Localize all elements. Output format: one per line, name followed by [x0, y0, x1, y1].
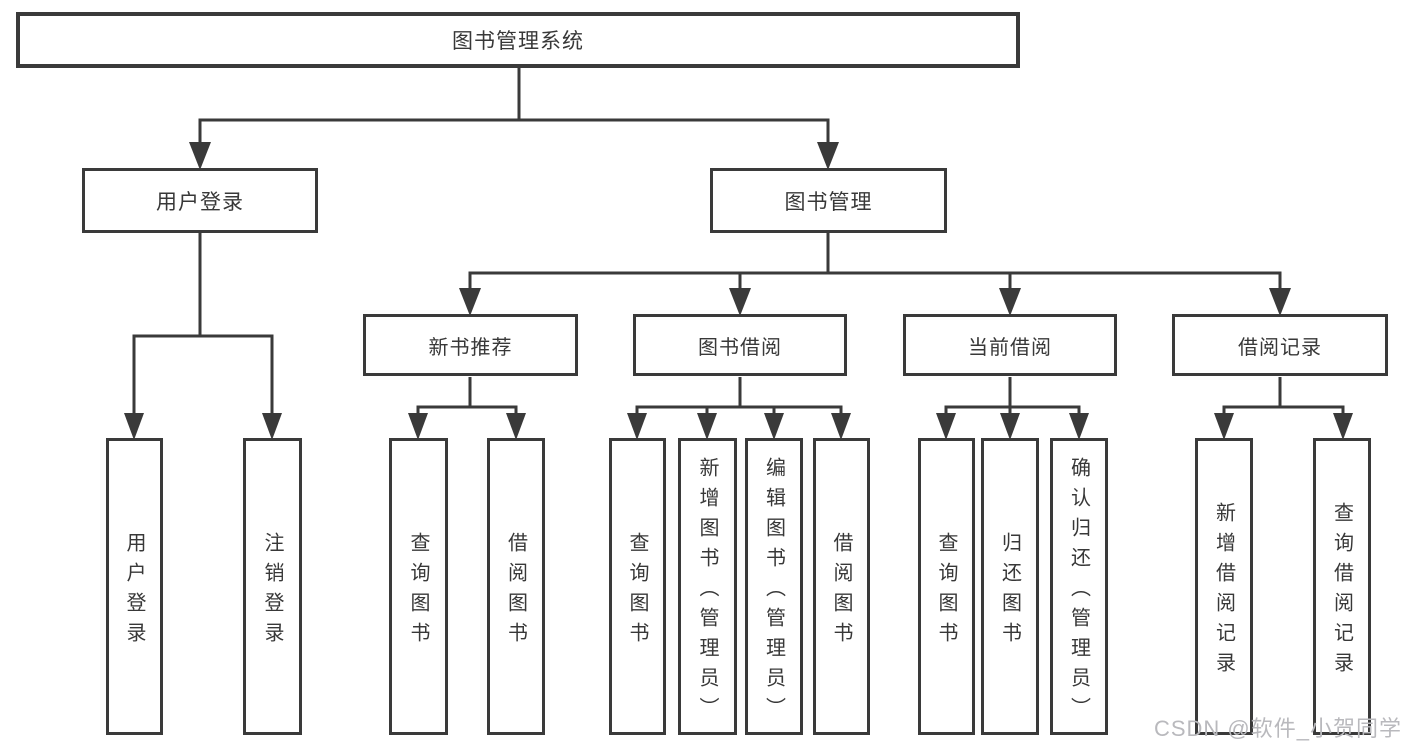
node-new-book-recommend: 新书推荐 — [363, 314, 578, 376]
arrowhead-icons — [124, 142, 1353, 440]
leaf-user-login: 用户登录 — [106, 438, 163, 735]
leaf-add-borrow-record-label: 新增借阅记录 — [1212, 501, 1235, 682]
leaf-query-books-recommend: 查询图书 — [389, 438, 448, 735]
watermark: CSDN @软件_小贺同学 — [1153, 716, 1402, 741]
leaf-borrow-books-label: 借阅图书 — [830, 531, 852, 652]
node-book-management: 图书管理 — [710, 168, 947, 233]
node-current-borrow: 当前借阅 — [903, 314, 1117, 376]
leaf-user-login-label: 用户登录 — [123, 531, 145, 652]
node-user-login: 用户登录 — [82, 168, 318, 233]
leaf-edit-book-admin-label: 编辑图书（管理员） — [762, 456, 785, 727]
leaf-query-books-current-label: 查询图书 — [935, 531, 957, 652]
leaf-logout-label: 注销登录 — [261, 531, 283, 652]
leaf-logout: 注销登录 — [243, 438, 302, 735]
leaf-query-books-current: 查询图书 — [918, 438, 975, 735]
leaf-borrow-books-recommend-label: 借阅图书 — [504, 531, 527, 652]
leaf-borrow-books: 借阅图书 — [813, 438, 870, 735]
leaf-borrow-books-recommend: 借阅图书 — [487, 438, 545, 735]
leaf-query-borrow-record: 查询借阅记录 — [1313, 438, 1371, 735]
leaf-query-borrow-record-label: 查询借阅记录 — [1330, 501, 1353, 682]
node-book-borrow: 图书借阅 — [633, 314, 847, 376]
leaf-return-book: 归还图书 — [981, 438, 1039, 735]
leaf-query-books-borrow: 查询图书 — [609, 438, 666, 735]
leaf-return-book-label: 归还图书 — [998, 531, 1021, 652]
leaf-confirm-return-admin: 确认归还（管理员） — [1050, 438, 1108, 735]
leaf-query-books-borrow-label: 查询图书 — [626, 531, 648, 652]
node-borrow-record: 借阅记录 — [1172, 314, 1388, 376]
node-root: 图书管理系统 — [16, 12, 1020, 68]
leaf-edit-book-admin: 编辑图书（管理员） — [745, 438, 803, 735]
leaf-query-books-recommend-label: 查询图书 — [407, 531, 429, 652]
leaf-add-borrow-record: 新增借阅记录 — [1195, 438, 1253, 735]
leaf-add-book-admin-label: 新增图书（管理员） — [696, 456, 718, 727]
leaf-confirm-return-admin-label: 确认归还（管理员） — [1067, 456, 1090, 727]
leaf-add-book-admin: 新增图书（管理员） — [678, 438, 737, 735]
